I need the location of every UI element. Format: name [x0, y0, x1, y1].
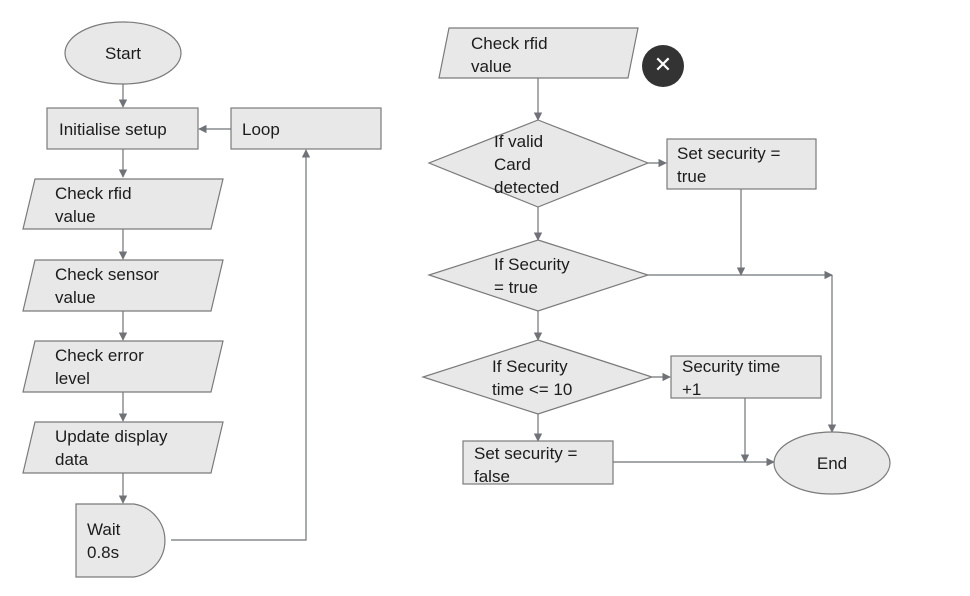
set-security-true-label-line-1: Set security =: [677, 144, 781, 163]
start-label-line-1: Start: [105, 44, 141, 63]
end-node: [773, 431, 891, 495]
update-display-label: Update display data: [55, 425, 167, 471]
check-error-label-line-2: level: [55, 369, 90, 388]
update-display-label-line-2: data: [55, 450, 89, 469]
check-rfid-2-label: Check rfid value: [471, 32, 548, 78]
security-time-check-label-line-1: If Security: [492, 357, 568, 376]
check-error-label: Check error level: [55, 344, 144, 390]
connector-wait-to-loop: [171, 149, 311, 541]
check-error-node: [22, 340, 224, 393]
valid-card-label-line-1: If valid: [494, 132, 544, 151]
set-security-false-label: Set security = false: [474, 442, 577, 488]
update-display-label-line-1: Update display: [55, 427, 168, 446]
end-label: End: [782, 452, 882, 475]
loop-node: [230, 107, 382, 150]
check-rfid-node: [22, 178, 224, 230]
set-security-false-label-line-2: false: [474, 467, 510, 486]
check-rfid-2-label-line-2: value: [471, 57, 512, 76]
security-time-inc-label-line-2: +1: [682, 380, 702, 399]
security-true-label-line-1: If Security: [494, 255, 570, 274]
loop-label-line-1: Loop: [242, 120, 280, 139]
wait-label: Wait 0.8s: [87, 518, 120, 564]
check-rfid-label-line-1: Check rfid: [55, 184, 132, 203]
wait-label-line-2: 0.8s: [87, 543, 120, 562]
initialise-label-line-1: Initialise setup: [59, 120, 167, 139]
check-sensor-label: Check sensor value: [55, 263, 159, 309]
security-time-check-label-line-2: time <= 10: [492, 380, 573, 399]
close-button[interactable]: ✕: [642, 45, 684, 87]
check-sensor-label-line-1: Check sensor: [55, 265, 159, 284]
start-node: [64, 21, 182, 85]
wait-node: [75, 503, 166, 578]
security-true-label: If Security = true: [494, 253, 570, 299]
set-security-false-label-line-1: Set security =: [474, 444, 578, 463]
end-label-line-1: End: [816, 454, 848, 473]
check-rfid-label: Check rfid value: [55, 182, 132, 228]
close-icon: ✕: [653, 53, 673, 78]
security-true-label-line-2: = true: [494, 278, 538, 297]
loop-label: Loop: [242, 118, 280, 141]
security-time-check-label: If Security time <= 10: [492, 355, 572, 401]
wait-label-line-1: Wait: [87, 520, 121, 539]
valid-card-label-line-3: detected: [494, 178, 560, 197]
security-time-inc-label: Security time +1: [682, 355, 780, 401]
check-rfid-2-label-line-1: Check rfid: [471, 34, 548, 53]
set-security-true-label-line-2: true: [677, 167, 707, 186]
set-security-false-node: [462, 440, 614, 485]
set-security-true-label: Set security = true: [677, 142, 780, 188]
check-sensor-node: [22, 259, 224, 312]
check-sensor-label-line-2: value: [55, 288, 96, 307]
security-time-inc-label-line-1: Security time: [682, 357, 781, 376]
check-rfid-label-line-2: value: [55, 207, 96, 226]
check-rfid-2-node: [438, 27, 639, 79]
check-error-label-line-1: Check error: [55, 346, 144, 365]
start-label: Start: [73, 42, 173, 65]
initialise-node: [46, 107, 199, 150]
security-true-node: [427, 239, 650, 312]
initialise-label: Initialise setup: [59, 118, 167, 141]
update-display-node: [22, 421, 224, 474]
security-time-inc-node: [670, 355, 822, 399]
valid-card-label-line-2: Card: [494, 155, 531, 174]
security-time-check-node: [421, 339, 654, 415]
set-security-true-node: [666, 138, 817, 190]
valid-card-node: [427, 119, 650, 208]
